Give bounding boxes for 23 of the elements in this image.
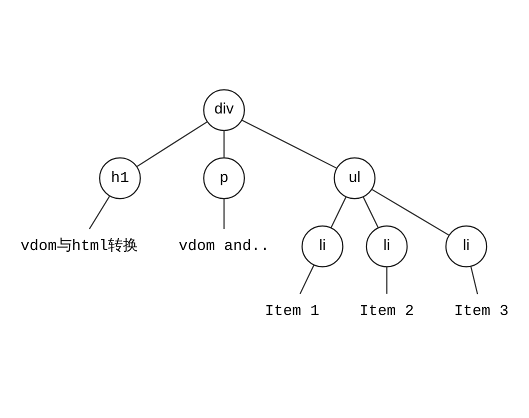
connector xyxy=(136,121,208,167)
node-circle: ul xyxy=(334,157,376,200)
connector xyxy=(362,196,379,228)
connector xyxy=(470,266,478,294)
node-circle: li xyxy=(366,225,408,268)
node-circle: h1 xyxy=(99,157,141,200)
connector xyxy=(242,120,337,169)
connector xyxy=(330,196,347,228)
node-circle: p xyxy=(203,157,246,200)
node-text: Item 1 xyxy=(264,302,320,320)
connector xyxy=(223,130,225,158)
connector xyxy=(300,264,314,294)
node-circle: li xyxy=(302,225,344,268)
connector xyxy=(386,266,388,294)
connector xyxy=(372,188,450,236)
connector xyxy=(88,196,110,230)
node-text: Item 3 xyxy=(454,302,509,320)
node-circle: div xyxy=(203,89,246,132)
connector xyxy=(223,198,225,229)
node-text: Item 2 xyxy=(360,302,414,320)
node-text: vdom与html转换 xyxy=(20,236,138,255)
node-circle: li xyxy=(445,225,488,268)
node-text: vdom and.. xyxy=(178,236,270,255)
